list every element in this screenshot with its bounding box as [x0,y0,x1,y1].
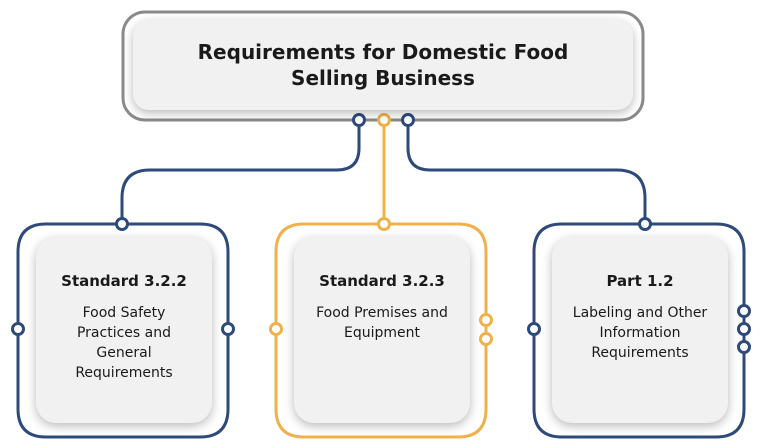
card-part-1-2: Part 1.2 Labeling and Other Information … [552,237,728,423]
card-standard-3-2-2: Standard 3.2.2 Food Safety Practices and… [36,237,212,423]
node-card-1-top [115,217,129,231]
card-title: Standard 3.2.2 [61,272,187,290]
card-description: Food Premises and Equipment [316,305,448,341]
node-card-2-right-2 [479,332,493,346]
root-box: Requirements for Domestic Food Selling B… [133,20,633,110]
node-card-1-left [11,322,25,336]
card-description: Labeling and Other Information Requireme… [572,305,708,361]
card-2-frame [274,222,488,439]
card-description: Food Safety Practices and General Requir… [75,305,173,381]
node-card-3-right-3 [737,340,751,354]
connector-right [406,126,647,224]
card-title: Part 1.2 [606,272,674,290]
root-title: Requirements for Domestic Food Selling B… [197,40,569,90]
card-title: Standard 3.2.3 [319,272,445,290]
node-card-2-right-1 [479,313,493,327]
node-root-right [401,113,415,127]
node-card-2-left [269,322,283,336]
node-card-3-left [527,322,541,336]
connector-left [120,126,361,224]
node-card-3-top [638,217,652,231]
node-card-2-top [377,217,391,231]
card-standard-3-2-3: Standard 3.2.3 Food Premises and Equipme… [294,237,470,423]
card-3-frame [532,222,746,439]
node-root-center [377,113,391,127]
node-card-3-right-2 [737,322,751,336]
node-card-1-right [221,322,235,336]
card-1-frame [16,222,230,439]
node-card-3-right-1 [737,304,751,318]
node-root-left [352,113,366,127]
